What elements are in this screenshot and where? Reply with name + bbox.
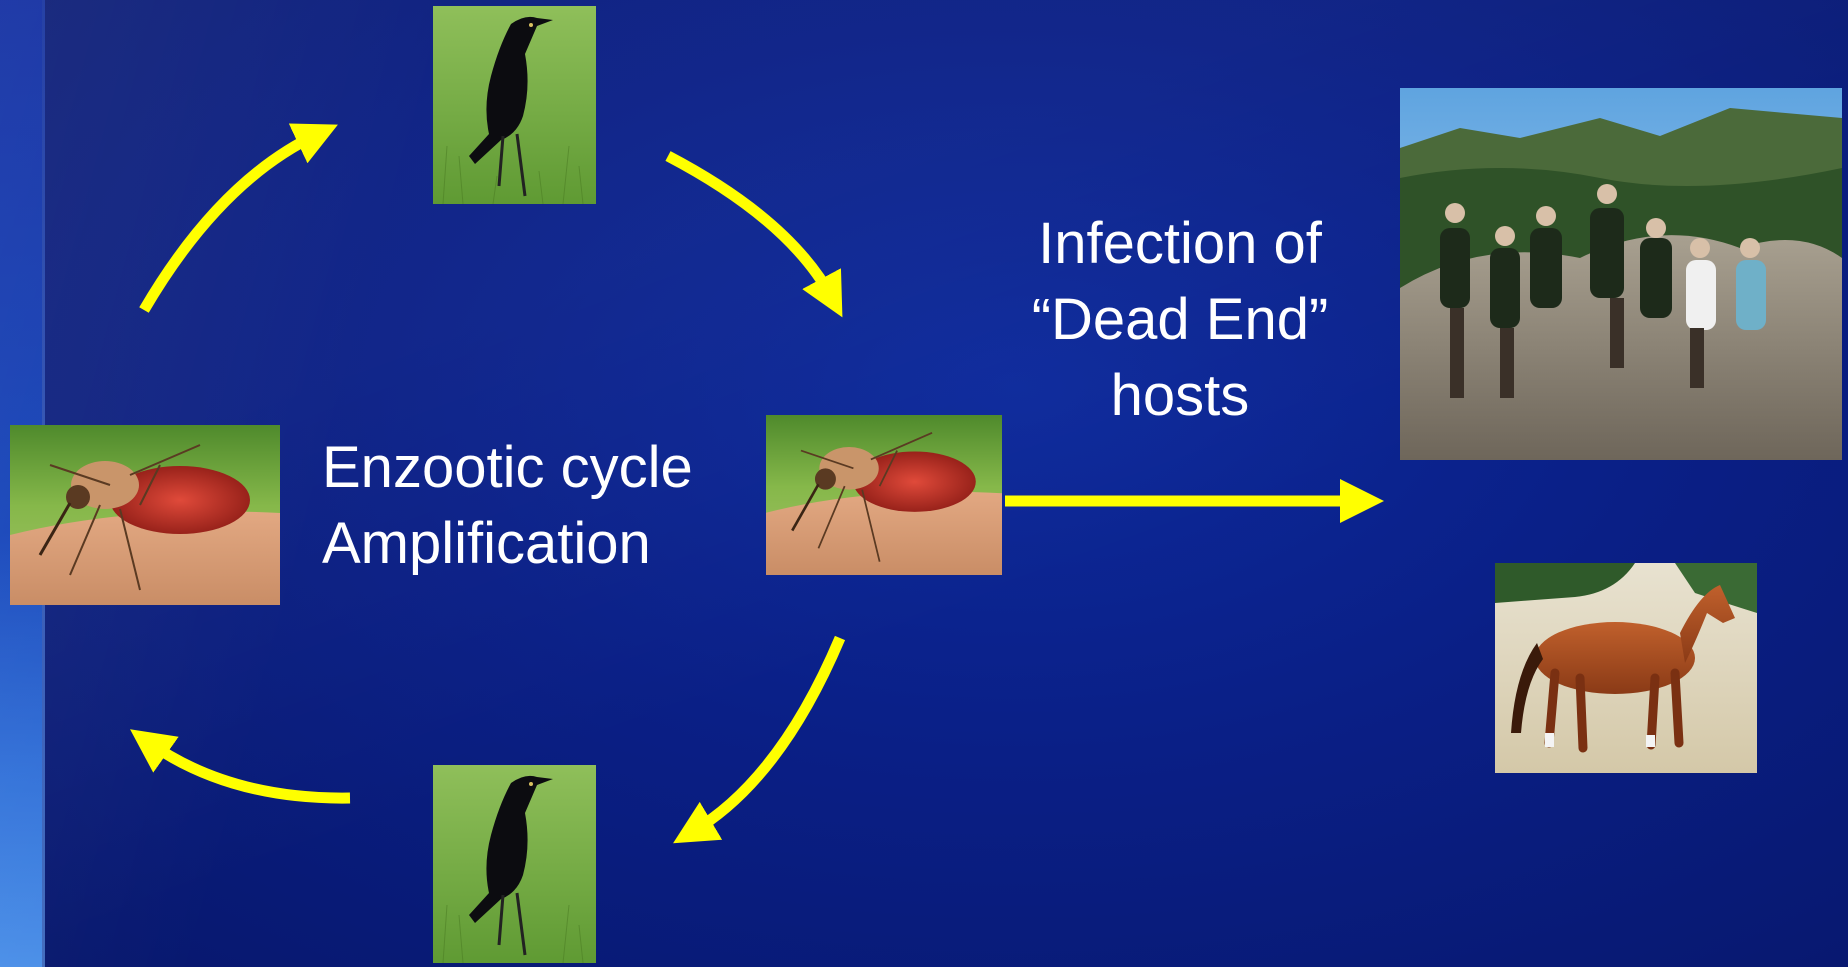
cycle-label-line2: Amplification xyxy=(322,506,693,582)
cycle-label-line1: Enzootic cycle xyxy=(322,430,693,506)
arrow-bird-bottom-to-mosquito xyxy=(148,742,350,798)
dead-end-line3: hosts xyxy=(1000,358,1360,434)
dead-end-line1: Infection of xyxy=(1000,206,1360,282)
arrow-mosquito-to-bird-bottom xyxy=(692,638,840,832)
arrow-mosquito-to-bird-top xyxy=(144,134,318,310)
dead-end-line2: “Dead End” xyxy=(1000,282,1360,358)
enzootic-cycle-label: Enzootic cycle Amplification xyxy=(322,430,693,582)
arrow-bird-top-to-mosquito xyxy=(668,156,832,298)
dead-end-hosts-label: Infection of “Dead End” hosts xyxy=(1000,206,1360,434)
